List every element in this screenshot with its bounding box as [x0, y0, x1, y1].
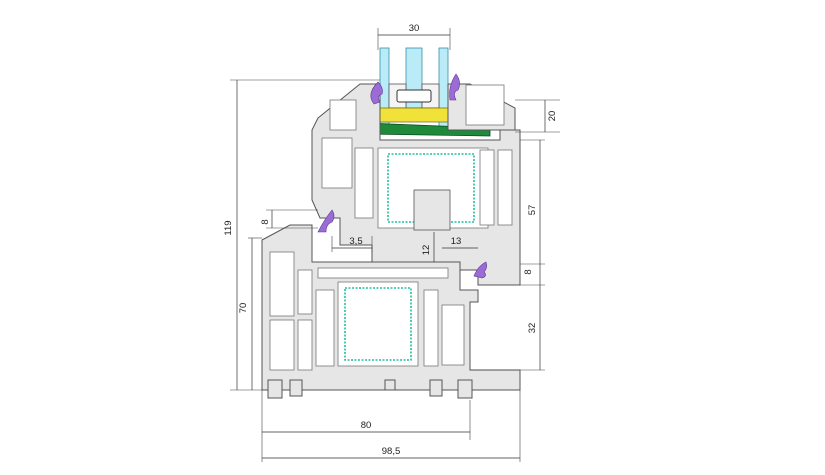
dim-label-sash-overlap: 20: [547, 111, 558, 122]
frame-foot-4: [457, 379, 473, 399]
seal-glass-right: [449, 73, 460, 101]
dim-label-frame-lower: 32: [527, 323, 538, 334]
frame-chamber-left-3: [269, 319, 295, 371]
frame-steel-reinforcement: [344, 287, 412, 361]
frame-chamber-left-4: [297, 319, 313, 371]
sash-profile: [311, 83, 521, 301]
frame-foot-3: [429, 379, 443, 397]
dim-label-gap: 3,5: [349, 236, 362, 247]
spacer-inner: [396, 89, 432, 103]
seal-rebate-left: [317, 209, 335, 233]
sash-web: [413, 189, 451, 231]
glazing-unit: [379, 47, 449, 129]
dim-label-overall-height: 119: [223, 220, 234, 235]
sash-chamber-right-1: [479, 149, 495, 226]
dim-label-seal-offset: 8: [523, 269, 534, 274]
frame-foot-1: [267, 379, 283, 399]
frame-profile: [261, 224, 521, 399]
sash-chamber-top-left: [329, 99, 357, 131]
dim-label-total-width: 98,5: [382, 446, 401, 457]
frame-chamber-left-2: [297, 269, 313, 315]
frame-chamber-left-1: [269, 251, 295, 317]
dim-label-sash-gap: 12: [421, 245, 432, 256]
dim-label-rebate-depth: 8: [260, 219, 271, 224]
sash-chamber-left: [321, 137, 353, 189]
frame-foot-2: [289, 379, 303, 397]
frame-chamber-right-1: [423, 289, 439, 367]
sash-chamber-top-right: [465, 84, 505, 126]
dimension-lines: [230, 28, 560, 462]
dim-label-frame-width: 80: [361, 420, 372, 431]
dim-label-rebate-width: 13: [451, 236, 462, 247]
frame-chamber-right-2: [441, 304, 465, 366]
dim-label-glass-thickness: 30: [409, 23, 420, 34]
seal-rebate-right: [473, 261, 487, 279]
sash-chamber-mid: [354, 147, 374, 219]
seal-glass-left: [370, 81, 383, 105]
setting-block: [379, 107, 449, 123]
frame-top-chamber: [317, 267, 449, 279]
dim-label-frame-height: 70: [238, 303, 249, 314]
frame-foot-5: [384, 379, 396, 391]
dim-label-sash-depth: 57: [527, 205, 538, 216]
frame-chamber-left-5: [315, 289, 335, 367]
dimension-labels: 30 20 119 70 8 3,5 12 13 57 8 32 80 98,5: [223, 23, 558, 457]
sash-chamber-right-2: [497, 149, 513, 226]
